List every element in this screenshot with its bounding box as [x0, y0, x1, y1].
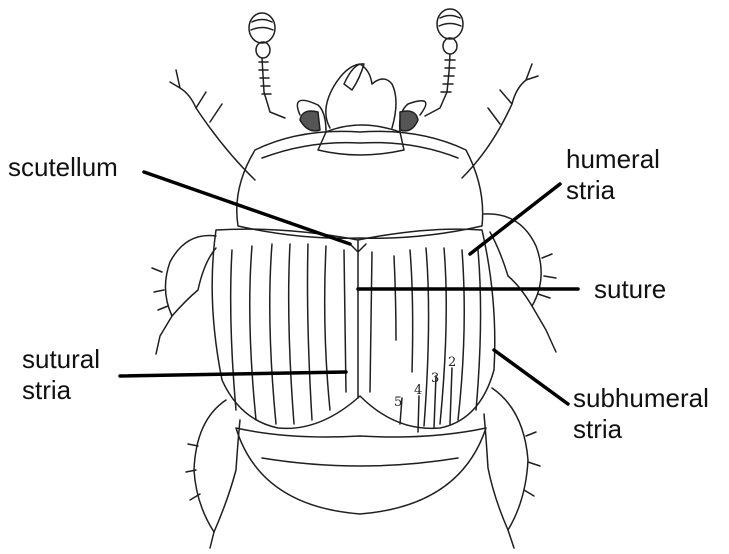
left-eye — [300, 111, 320, 131]
suture-label: suture — [594, 274, 666, 305]
scutellum-leader-line — [144, 172, 350, 244]
elytra — [212, 229, 495, 432]
left-antenna — [249, 13, 285, 118]
humeral-stria-label: humeral stria — [566, 144, 660, 206]
sutural-stria-label: sutural stria — [22, 344, 100, 406]
front-legs — [170, 64, 538, 180]
scutellum-label: scutellum — [8, 152, 118, 183]
stria-number-3: 3 — [431, 371, 439, 386]
humeral-stria-leader-line — [470, 184, 560, 254]
pronotum — [237, 131, 483, 238]
stria-number-2: 2 — [448, 355, 456, 370]
head — [297, 64, 425, 155]
subhumeral-stria-label: subhumeral stria — [573, 383, 709, 445]
subhumeral-stria-leader-line — [494, 350, 568, 404]
right-eye — [400, 111, 418, 131]
hind-legs — [186, 388, 540, 548]
sutural-stria-leader-line — [120, 372, 346, 376]
right-antenna — [425, 9, 463, 116]
stria-number-5: 5 — [394, 395, 402, 410]
pygidium — [236, 428, 486, 514]
stria-number-4: 4 — [414, 383, 422, 398]
